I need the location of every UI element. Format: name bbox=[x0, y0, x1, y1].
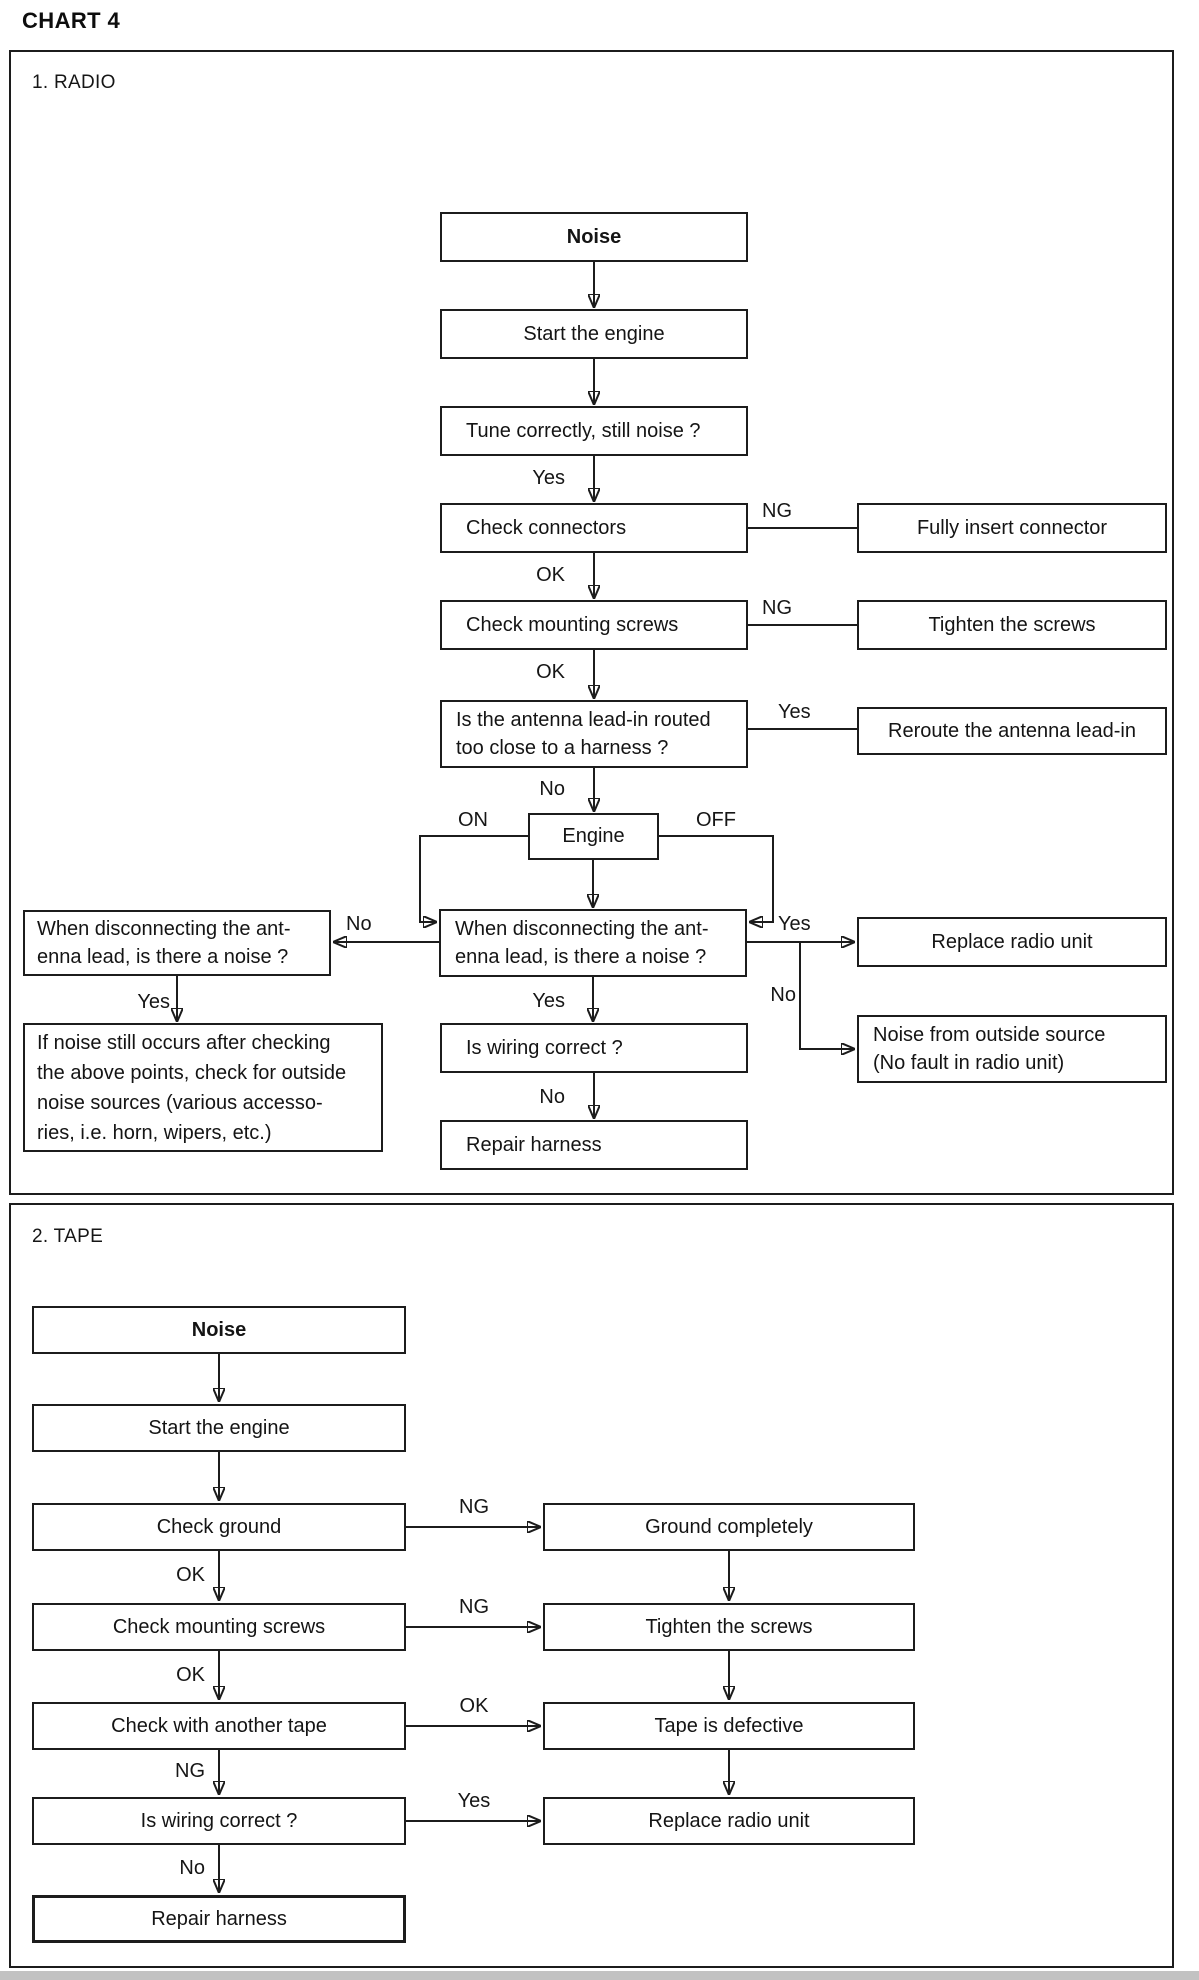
node-label-line1: When disconnecting the ant- bbox=[37, 918, 291, 940]
node-radio-noise: Noise bbox=[440, 212, 748, 262]
node-label: Tighten the screws bbox=[928, 613, 1096, 636]
edge-label-no: No bbox=[539, 778, 565, 800]
node-radio-disconnect-left: When disconnecting the ant- enna lead, i… bbox=[23, 910, 331, 976]
node-tape-tighten-screws: Tighten the screws bbox=[543, 1603, 915, 1651]
edge-label-ok: OK bbox=[459, 1695, 489, 1717]
node-tape-repair-harness: Repair harness bbox=[32, 1895, 406, 1943]
node-label-line2: enna lead, is there a noise ? bbox=[455, 946, 707, 968]
node-tape-noise: Noise bbox=[32, 1306, 406, 1354]
node-radio-start-engine: Start the engine bbox=[440, 309, 748, 359]
scan-edge bbox=[0, 1971, 1199, 1980]
node-label: Engine bbox=[562, 825, 625, 847]
edge-label-ng: NG bbox=[459, 1496, 489, 1518]
edge-label-yes: Yes bbox=[778, 913, 811, 935]
edge-label-ok: OK bbox=[536, 661, 565, 683]
node-radio-tighten-screws: Tighten the screws bbox=[857, 600, 1167, 650]
node-label: Start the engine bbox=[148, 1416, 290, 1439]
node-label: Reroute the antenna lead-in bbox=[888, 719, 1136, 742]
node-tape-check-another-tape: Check with another tape bbox=[32, 1702, 406, 1750]
node-label: Tune correctly, still noise ? bbox=[466, 419, 701, 442]
edge-label-off: OFF bbox=[696, 809, 736, 831]
node-tape-tape-defective: Tape is defective bbox=[543, 1702, 915, 1750]
edge-label-no: No bbox=[346, 913, 372, 935]
node-label: Repair harness bbox=[466, 1133, 602, 1156]
node-label-line2: (No fault in radio unit) bbox=[873, 1052, 1065, 1074]
node-label-line1: Is the antenna lead-in routed bbox=[456, 709, 711, 731]
edge-label-ng: NG bbox=[459, 1596, 489, 1618]
node-radio-wiring-correct: Is wiring correct ? bbox=[440, 1023, 748, 1073]
node-label: Check ground bbox=[156, 1515, 282, 1538]
page-title: CHART 4 bbox=[22, 8, 121, 33]
node-label: Replace radio unit bbox=[931, 930, 1093, 953]
node-label: Check with another tape bbox=[111, 1714, 327, 1737]
node-tape-check-mounting-screws: Check mounting screws bbox=[32, 1603, 406, 1651]
edge-label-ok: OK bbox=[176, 1664, 205, 1686]
edge-label-yes: Yes bbox=[457, 1790, 491, 1812]
node-label: Noise bbox=[191, 1318, 247, 1341]
node-label-line1: When disconnecting the ant- bbox=[455, 918, 709, 940]
node-label: Ground completely bbox=[645, 1515, 813, 1538]
node-label: Fully insert connector bbox=[916, 516, 1108, 539]
node-tape-ground-completely: Ground completely bbox=[543, 1503, 915, 1551]
node-label: Noise bbox=[566, 225, 622, 248]
node-label: Check connectors bbox=[466, 516, 627, 539]
node-label: Check mounting screws bbox=[112, 1615, 326, 1638]
edge-label-ng: NG bbox=[175, 1760, 205, 1782]
edge-label-yes: Yes bbox=[778, 701, 811, 723]
edge-label-on: ON bbox=[458, 809, 488, 831]
node-radio-fully-insert-connector: Fully insert connector bbox=[857, 503, 1167, 553]
node-radio-disconnect-center: When disconnecting the ant- enna lead, i… bbox=[439, 909, 747, 977]
node-label: Is wiring correct ? bbox=[466, 1036, 623, 1059]
node-label-line4: ries, i.e. horn, wipers, etc.) bbox=[37, 1121, 272, 1144]
edge-label-yes: Yes bbox=[532, 467, 565, 489]
node-label-line3: noise sources (various accesso- bbox=[37, 1091, 323, 1114]
node-label-line2: the above points, check for outside bbox=[37, 1061, 347, 1084]
edge-label-no: No bbox=[179, 1857, 205, 1879]
edge-label-no: No bbox=[539, 1086, 565, 1108]
node-tape-check-ground: Check ground bbox=[32, 1503, 406, 1551]
tape-heading: 2. TAPE bbox=[32, 1226, 104, 1247]
edge-label-yes: Yes bbox=[532, 990, 565, 1012]
node-label: Repair harness bbox=[151, 1907, 287, 1930]
radio-panel bbox=[9, 50, 1174, 1195]
node-radio-check-mounting-screws: Check mounting screws bbox=[440, 600, 748, 650]
node-tape-wiring-correct: Is wiring correct ? bbox=[32, 1797, 406, 1845]
node-radio-outside-noise-note: If noise still occurs after checking the… bbox=[23, 1023, 383, 1152]
node-label-line2: too close to a harness ? bbox=[456, 737, 669, 759]
node-radio-antenna-leadin: Is the antenna lead-in routed too close … bbox=[440, 700, 748, 768]
node-label: Tape is defective bbox=[654, 1714, 804, 1737]
node-radio-replace-radio-unit: Replace radio unit bbox=[857, 917, 1167, 967]
edge-label-ng: NG bbox=[762, 500, 792, 522]
node-label: Start the engine bbox=[523, 322, 665, 345]
node-radio-noise-outside-source: Noise from outside source (No fault in r… bbox=[857, 1015, 1167, 1083]
node-label: Replace radio unit bbox=[648, 1809, 810, 1832]
tape-panel bbox=[9, 1203, 1174, 1968]
node-label: Tighten the screws bbox=[645, 1615, 813, 1638]
edge-label-ng: NG bbox=[762, 597, 792, 619]
node-tape-start-engine: Start the engine bbox=[32, 1404, 406, 1452]
node-radio-tune: Tune correctly, still noise ? bbox=[440, 406, 748, 456]
node-tape-replace-radio-unit: Replace radio unit bbox=[543, 1797, 915, 1845]
node-label: Is wiring correct ? bbox=[140, 1809, 298, 1832]
edge-label-ok: OK bbox=[536, 564, 565, 586]
edge-label-ok: OK bbox=[176, 1564, 205, 1586]
node-label: Check mounting screws bbox=[466, 613, 679, 636]
node-radio-repair-harness: Repair harness bbox=[440, 1120, 748, 1170]
edge-label-no: No bbox=[770, 984, 796, 1006]
node-label-line1: If noise still occurs after checking bbox=[37, 1031, 331, 1054]
node-radio-check-connectors: Check connectors bbox=[440, 503, 748, 553]
node-label-line2: enna lead, is there a noise ? bbox=[37, 946, 289, 968]
node-label-line1: Noise from outside source bbox=[873, 1024, 1106, 1046]
edge-label-yes: Yes bbox=[137, 991, 170, 1013]
node-radio-reroute-leadin: Reroute the antenna lead-in bbox=[857, 707, 1167, 755]
radio-heading: 1. RADIO bbox=[32, 72, 116, 93]
node-radio-engine: Engine bbox=[528, 813, 659, 860]
